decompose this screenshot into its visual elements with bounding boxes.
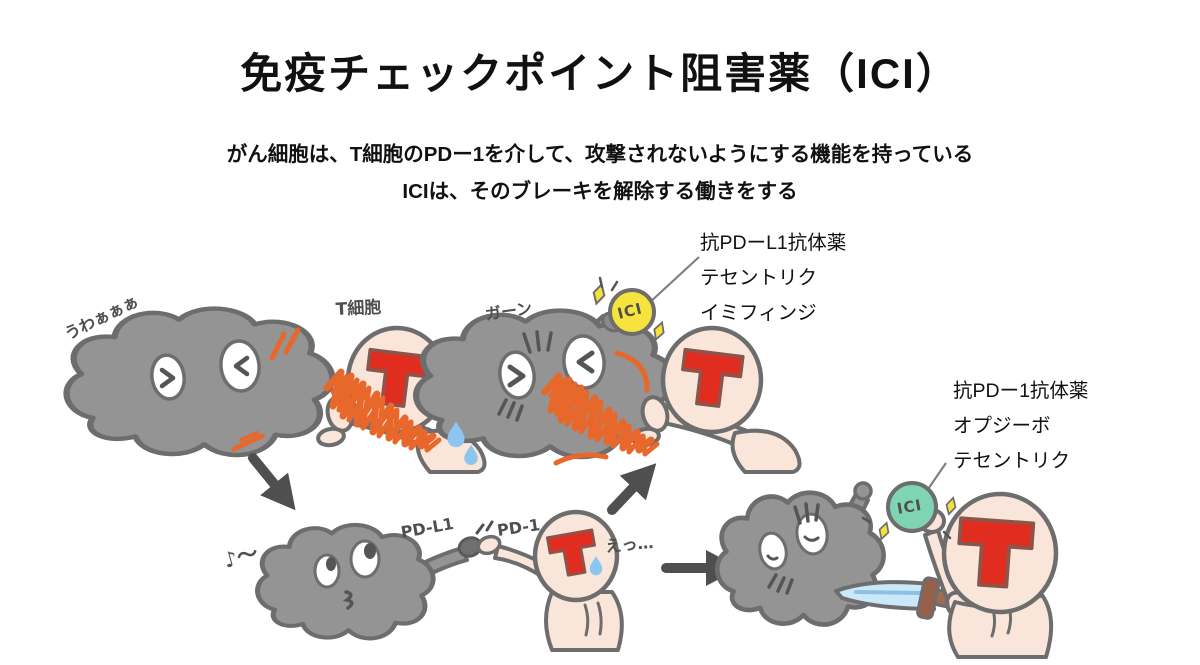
arrow-down-right <box>248 453 296 511</box>
cancer-3-whistle-mouth <box>342 590 354 610</box>
cancer-4-gloom-lines <box>767 502 820 595</box>
pd-l1-label: PD-L1 <box>399 514 455 542</box>
attack-arc-line <box>553 452 609 466</box>
cancer-3-pupil-right <box>364 543 376 559</box>
cancer-4-eye-mark-right <box>803 535 820 542</box>
sparkle-icon <box>590 281 608 307</box>
pd-1-label: PD-1 <box>496 515 541 540</box>
attack-spark-line <box>269 331 287 361</box>
t-cell-3-body-creases <box>583 601 603 637</box>
ici-bulb-text: ICI <box>616 299 645 323</box>
cancer-cell-4 <box>717 493 883 625</box>
cancer-2-eye-mark-right <box>576 350 595 374</box>
t-cell-1-hand-2 <box>316 426 346 448</box>
arrow-up-right <box>607 463 657 515</box>
cancer-1-eye-mark-right <box>233 355 250 377</box>
attack-spark-line <box>239 431 259 442</box>
sparkle-tick-marks <box>861 516 952 540</box>
cancer-1-eye-mark-left <box>159 367 176 389</box>
label-anti-pd-l1-drugs: 抗PDーL1抗体薬 テセントリク イミフィンジ <box>700 226 846 331</box>
t-cell-3-body <box>544 590 624 652</box>
ici-ball-text: ICI <box>896 496 924 518</box>
contact-tick-marks <box>475 520 494 535</box>
cancer-4-eye-mark-left <box>766 554 779 561</box>
t-cell-4 <box>918 491 1059 659</box>
t-cell-3 <box>476 509 624 652</box>
surprise-text: えっ… <box>605 533 654 556</box>
sword-blade-line <box>854 590 922 595</box>
anti-pd-1-drug-2: テセントリク <box>953 450 1071 472</box>
cancer-cell-3 <box>257 525 433 639</box>
leader-line-pdl1 <box>647 256 700 305</box>
cancer-2-eye-right <box>562 334 606 390</box>
anti-pd-l1-drug-1: テセントリク <box>700 267 818 289</box>
cancer-3-pupil-left <box>326 557 336 571</box>
anti-pd-l1-title: 抗PDーL1抗体薬 <box>700 232 847 254</box>
cancer-2-eye-mark-left <box>507 364 526 388</box>
attack-arc-line <box>614 350 650 393</box>
leader-line-pd1 <box>925 462 947 493</box>
cancer-4-eye-right <box>795 512 829 556</box>
cancer-4-fist <box>853 481 873 501</box>
label-anti-pd-1-drugs: 抗PDー1抗体薬 オプジーボ テセントリク <box>953 374 1088 479</box>
subtitle-line-2: ICIは、そのブレーキを解除する働きをする <box>402 180 798 203</box>
anti-pd-1-title: 抗PDー1抗体薬 <box>953 380 1089 402</box>
sparkle-icon <box>943 495 959 517</box>
attack-spark-line <box>231 433 265 452</box>
t-cell-label: T細胞 <box>335 297 382 320</box>
anti-pd-l1-drug-2: イミフィンジ <box>700 302 817 324</box>
page-title: 免疫チェックポイント阻害薬（ICI） <box>240 50 960 97</box>
cancer-1-eye-right <box>219 339 261 393</box>
t-cell-2 <box>631 325 802 474</box>
scene-ici-unlocks-attack: ICI <box>717 462 1059 659</box>
whistle-text: ♪〜 <box>221 541 260 573</box>
ici-bulb <box>608 288 656 336</box>
scene-ici-revealed: ガーン ICI <box>416 256 802 474</box>
cancer-4-eye-left <box>758 531 788 571</box>
scene-pd1-pdl1-binding: ♪〜 PD-L1 PD-1 えっ… <box>221 509 654 652</box>
ici-ball <box>886 481 938 533</box>
cancer-3-eye-left <box>313 553 341 589</box>
attack-spark-line <box>283 327 301 355</box>
cancer-2-gloom-lines <box>497 330 553 422</box>
sword-guard <box>916 576 941 620</box>
sparkle-tick-marks <box>598 276 619 292</box>
cancer-cell-1 <box>67 309 333 456</box>
anti-pd-1-drug-1: オプジーボ <box>953 415 1051 437</box>
t-cell-2-hand <box>640 395 670 433</box>
t-cell-3-hand <box>476 534 502 556</box>
t-cell-2-body <box>730 428 802 474</box>
subtitle-line-1: がん細胞は、T細胞のPDー1を介して、攻撃されないようにする機能を持っている <box>226 143 974 166</box>
